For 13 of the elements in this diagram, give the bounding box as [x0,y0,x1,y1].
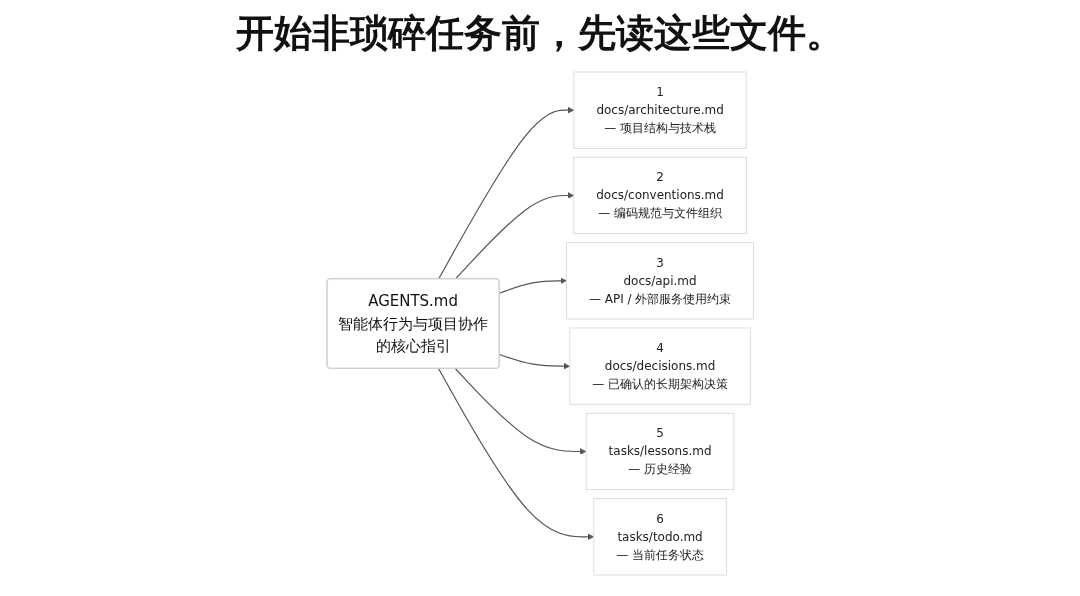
arrow [437,367,594,540]
arrow [454,367,587,455]
node-box: 3 docs/api.md — API / 外部服务使用约束 [565,241,754,319]
node-box: 5 tasks/lessons.md — 历史经验 [585,412,735,490]
arrow [498,353,570,369]
node-box: 1 docs/architecture.md — 项目结构与技术栈 [573,71,747,149]
node-box: 2 docs/conventions.md — 编码规范与文件组织 [573,156,747,234]
arrow [437,106,574,280]
title: 开始非琐碎任务前，先读这些文件。 [235,10,845,57]
arrow [454,191,574,280]
node-box: 6 tasks/todo.md — 当前任务状态 [593,497,727,575]
node-box: 4 docs/decisions.md — 已确认的长期架构决策 [569,327,751,405]
arrow [498,277,567,294]
